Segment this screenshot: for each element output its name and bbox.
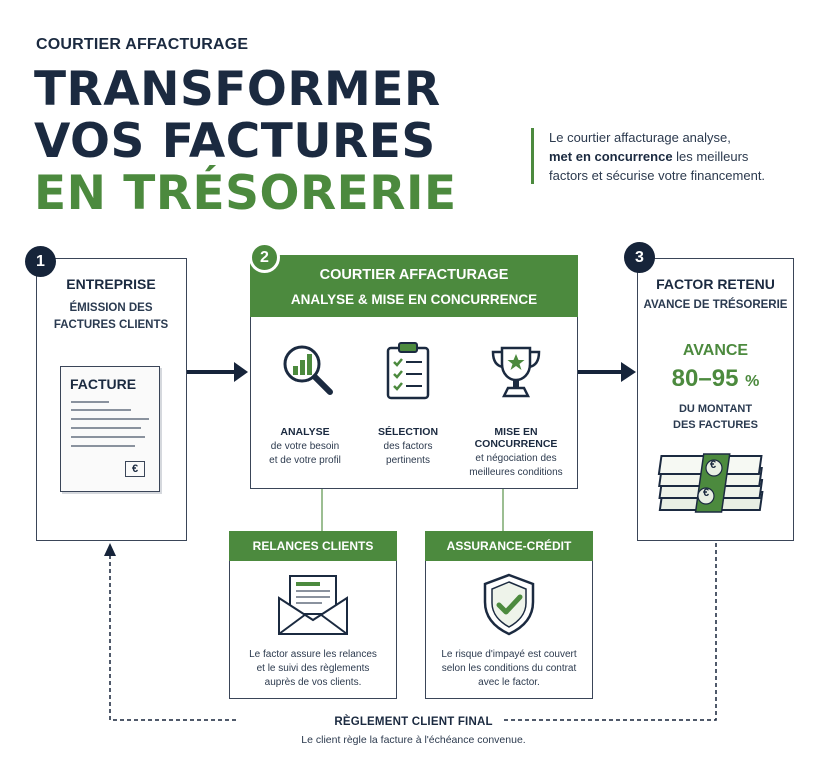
avance-label: AVANCE	[682, 342, 749, 359]
invoice-line	[71, 427, 141, 429]
banknotes-stack-icon	[657, 453, 764, 513]
reglement-title: RÈGLEMENT CLIENT FINAL	[0, 716, 827, 728]
intro-accent-bar	[531, 128, 534, 184]
invoice-line	[71, 409, 131, 411]
step3-badge: 3	[624, 242, 655, 273]
trophy-icon	[491, 346, 541, 398]
advance-percent-value: 80–95	[671, 365, 739, 392]
intro-bold: met en concurrence	[549, 149, 673, 164]
euro-tag-icon: €	[125, 461, 145, 477]
step1-subtitle-line1: ÉMISSION DES	[69, 302, 153, 314]
title-line-3: EN TRÉSORERIE	[34, 166, 457, 221]
arrow-head-step1-step2	[234, 362, 248, 382]
relances-header: RELANCES CLIENTS	[229, 531, 397, 561]
dashed-return-right	[420, 543, 717, 721]
relances-line2: et le suivi des règlements	[256, 663, 370, 674]
step3-desc-line2: DES FACTURES	[673, 419, 758, 431]
intro-text: Le courtier affacturage analyse, met en …	[549, 128, 809, 185]
euro-symbol-top: €	[709, 459, 717, 471]
col-analyse-title: ANALYSE	[280, 426, 330, 438]
assurance-line2: selon les conditions du contrat	[441, 663, 577, 674]
advance-percent: 80–95 %	[637, 365, 794, 393]
assurance-header: ASSURANCE-CRÉDIT	[425, 531, 593, 561]
relances-text: Le factor assure les relances et le suiv…	[229, 648, 397, 690]
step2-title: COURTIER AFFACTURAGE	[319, 267, 509, 283]
shield-check-icon	[483, 573, 535, 636]
step3-desc-line1: DU MONTANT	[678, 403, 753, 415]
step1-badge: 1	[25, 246, 56, 277]
step2-subtitle: ANALYSE & MISE EN CONCURRENCE	[290, 292, 538, 307]
title-line-1: TRANSFORMER	[34, 62, 441, 117]
col-concurrence-line1: et négociation des	[475, 453, 557, 464]
step1-subtitle-line2: FACTURES CLIENTS	[53, 319, 169, 331]
reglement-text: Le client règle la facture à l'échéance …	[301, 734, 526, 746]
invoice-line	[71, 401, 109, 403]
col-selection-line1: des factors	[383, 441, 433, 452]
dashed-return-left	[109, 552, 236, 721]
intro-part-2: les meilleurs	[672, 149, 749, 164]
intro-part-1: Le courtier affacturage analyse,	[549, 130, 731, 145]
col-concurrence: MISE EN CONCURRENCE et négociation des m…	[456, 426, 576, 480]
col-selection: SÉLECTION des factors pertinents	[358, 426, 458, 468]
col-selection-line2: pertinents	[386, 455, 430, 466]
envelope-letter-icon	[278, 575, 348, 635]
invoice-line	[71, 436, 145, 438]
col-analyse-line1: de votre besoin	[270, 441, 340, 452]
dashed-arrow-head	[104, 543, 116, 556]
magnifier-chart-icon	[283, 345, 333, 395]
assurance-text: Le risque d'impayé est couvert selon les…	[425, 648, 593, 690]
relances-line3: auprès de vos clients.	[264, 677, 362, 688]
assurance-line3: avec le factor.	[478, 677, 540, 688]
col-analyse-line2: et de votre profil	[269, 455, 341, 466]
invoice-label: FACTURE	[70, 376, 137, 392]
step3-subtitle: AVANCE DE TRÉSORERIE	[643, 299, 788, 311]
step3-title: FACTOR RETENU	[656, 276, 775, 292]
col-concurrence-line2: meilleures conditions	[469, 467, 563, 478]
arrow-head-step2-step3	[621, 362, 636, 382]
col-analyse: ANALYSE de votre besoin et de votre prof…	[255, 426, 355, 468]
advance-percent-unit: %	[745, 373, 760, 390]
assurance-line1: Le risque d'impayé est couvert	[441, 649, 577, 660]
title-line-2: VOS FACTURES	[34, 114, 436, 169]
col-selection-title: SÉLECTION	[377, 426, 439, 438]
reglement-title-text: RÈGLEMENT CLIENT FINAL	[326, 716, 501, 728]
step1-title: ENTREPRISE	[66, 276, 156, 292]
step3-description: DU MONTANT DES FACTURES	[637, 401, 794, 433]
invoice-line	[71, 445, 135, 447]
col-concurrence-title: MISE EN CONCURRENCE	[474, 426, 558, 450]
kicker-label: COURTIER AFFACTURAGE	[36, 36, 249, 53]
relances-line1: Le factor assure les relances	[249, 649, 377, 660]
invoice-line	[71, 418, 149, 420]
clipboard-checklist-icon	[386, 342, 430, 400]
intro-part-3: factors et sécurise votre financement.	[549, 168, 766, 183]
invoice-document-icon: FACTURE €	[60, 366, 160, 492]
euro-symbol-bottom: €	[702, 487, 710, 499]
step2-badge-number: 2	[250, 243, 279, 272]
step2-header-band	[250, 255, 578, 317]
step1-subtitle: ÉMISSION DES FACTURES CLIENTS	[36, 300, 186, 334]
